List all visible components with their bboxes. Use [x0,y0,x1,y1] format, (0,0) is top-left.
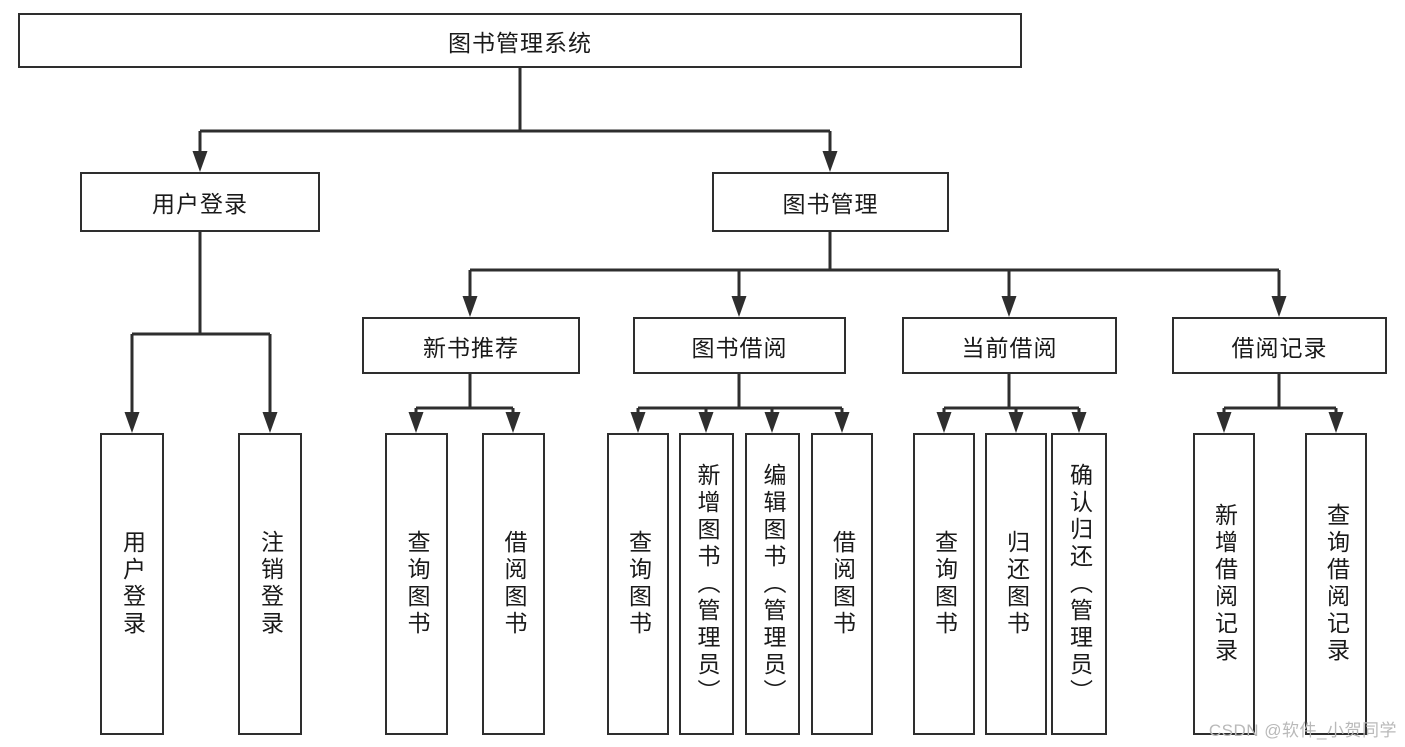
node-label: 查询图书 [404,530,430,638]
node-borrow-record[interactable]: 借阅记录 [1172,317,1387,374]
arrowhead-new-book-recommend-to-leaves-1 [505,412,521,433]
node-leaf-borrow-book-2[interactable]: 借阅图书 [811,433,873,735]
node-leaf-borrow-book-1[interactable]: 借阅图书 [482,433,545,735]
arrowhead-user-login-to-leaves-1 [262,412,278,433]
node-label: 归还图书 [1003,530,1030,638]
node-label: 查询图书 [625,530,652,638]
arrowhead-current-borrow-to-leaves-0 [936,412,952,433]
arrowhead-borrow-record-to-leaves-1 [1328,412,1344,433]
node-label: 借阅图书 [501,530,527,638]
node-label: 新增图书（管理员） [694,462,720,706]
node-leaf-query-borrow-record[interactable]: 查询借阅记录 [1305,433,1367,735]
node-label: 新书推荐 [423,334,519,361]
arrowhead-user-login-to-leaves-0 [124,412,140,433]
node-user-login[interactable]: 用户登录 [80,172,320,232]
node-label: 图书管理 [782,191,879,217]
watermark-label: CSDN @软件_小贺同学 [1208,721,1397,740]
node-book-manage[interactable]: 图书管理 [712,172,949,232]
arrowhead-borrow-record-to-leaves-0 [1216,412,1232,433]
node-label: 注销登录 [257,530,284,638]
arrowhead-book-manage-to-level3-0 [462,296,478,317]
node-new-book-recommend[interactable]: 新书推荐 [362,317,580,374]
arrowhead-book-manage-to-level3-1 [731,296,747,317]
node-label: 查询图书 [931,530,958,638]
node-leaf-add-borrow-record[interactable]: 新增借阅记录 [1193,433,1255,735]
node-leaf-logout-login[interactable]: 注销登录 [238,433,302,735]
node-leaf-confirm-return-admin[interactable]: 确认归还（管理员） [1051,433,1107,735]
node-label: 借阅记录 [1231,334,1328,361]
node-leaf-query-book-2[interactable]: 查询图书 [607,433,669,735]
arrowhead-book-borrow-to-leaves-2 [764,412,780,433]
node-label: 确认归还（管理员） [1066,462,1093,706]
arrowhead-root-to-level2-0 [192,151,208,172]
node-leaf-user-login[interactable]: 用户登录 [100,433,164,735]
node-label: 图书借阅 [691,334,788,361]
arrowhead-current-borrow-to-leaves-1 [1008,412,1024,433]
node-book-borrow[interactable]: 图书借阅 [633,317,846,374]
arrowhead-book-manage-to-level3-3 [1271,296,1287,317]
node-leaf-return-book[interactable]: 归还图书 [985,433,1047,735]
arrowhead-book-manage-to-level3-2 [1001,296,1017,317]
node-label: 编辑图书（管理员） [760,462,786,706]
node-leaf-edit-book-admin[interactable]: 编辑图书（管理员） [745,433,800,735]
arrowhead-current-borrow-to-leaves-2 [1071,412,1087,433]
node-label: 用户登录 [119,530,146,638]
arrowhead-new-book-recommend-to-leaves-0 [408,412,424,433]
node-leaf-query-book-1[interactable]: 查询图书 [385,433,448,735]
arrowhead-book-borrow-to-leaves-1 [698,412,714,433]
node-label: 借阅图书 [829,530,856,638]
node-root[interactable]: 图书管理系统 [18,13,1022,68]
node-label: 新增借阅记录 [1211,503,1238,665]
arrowhead-book-borrow-to-leaves-0 [630,412,646,433]
node-current-borrow[interactable]: 当前借阅 [902,317,1117,374]
node-label: 当前借阅 [961,334,1058,361]
node-label: 图书管理系统 [448,29,592,56]
node-label: 用户登录 [152,191,248,217]
arrowhead-book-borrow-to-leaves-3 [834,412,850,433]
node-leaf-add-book-admin[interactable]: 新增图书（管理员） [679,433,734,735]
node-label: 查询借阅记录 [1323,503,1350,665]
node-leaf-query-book-3[interactable]: 查询图书 [913,433,975,735]
arrowhead-root-to-level2-1 [822,151,838,172]
